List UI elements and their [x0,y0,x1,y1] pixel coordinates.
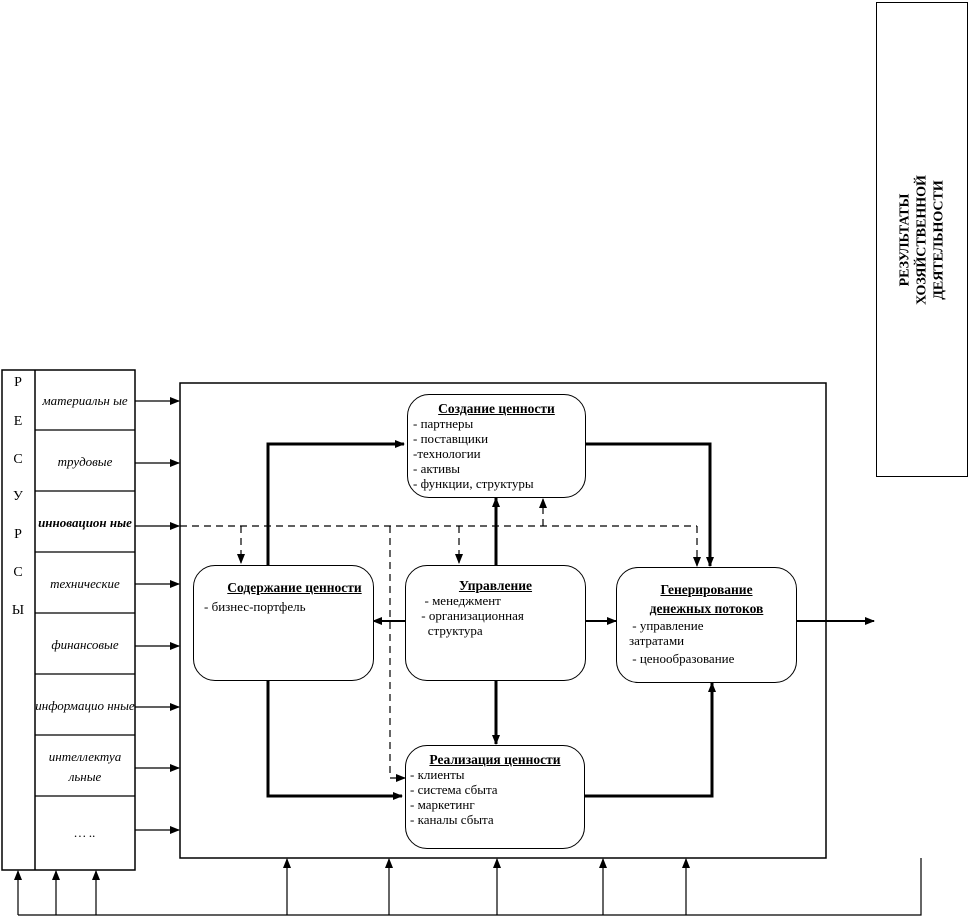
resource-labor: трудовые [57,453,113,469]
node-item: - функции, структуры [413,476,534,491]
arrow-content-to-creation [266,440,405,566]
dashed-to-realization [389,526,406,782]
node-value-realization: Реализация ценности - клиенты - система … [405,745,585,849]
results-box: РЕЗУЛЬТАТЫ ХОЗЯЙСТВЕННОЙ ДЕЯТЕЛЬНОСТИ [876,2,968,477]
feedback-loop [14,858,922,916]
node-item: - управление [629,618,704,633]
resources-letter: Р [14,527,22,542]
resource-intellectual: интеллектуа льные [48,748,122,784]
results-line: РЕЗУЛЬТАТЫ [897,193,913,286]
node-title: Реализация ценности [429,752,561,767]
arrow-content-to-realization [266,681,403,800]
resource-input-arrows [135,397,180,834]
results-line: ХОЗЯЙСТВЕННОЙ [914,174,930,305]
node-item: - клиенты [410,767,465,782]
node-title: Содержание ценности [227,580,362,595]
resources-letter: Е [13,414,23,429]
node-item: - партнеры [413,416,474,431]
resource-technical: технические [50,575,120,591]
node-item: - бизнес-портфель [204,599,306,614]
node-item: структура [418,623,483,638]
arrow-creation-to-cashflow [585,442,714,567]
resources-letter: У [13,489,23,504]
node-item: -технологии [413,446,481,461]
innovation-dashed-lines [180,498,701,782]
node-item: - система сбыта [410,782,498,797]
resources-row-dividers [35,429,135,797]
node-title: Генерирование денежных потоков [649,582,764,616]
resources-letter: Р [14,375,22,390]
node-cashflow-generation: Генерирование денежных потоков - управле… [616,567,797,683]
flow-arrows [266,440,875,800]
results-label: РЕЗУЛЬТАТЫ ХОЗЯЙСТВЕННОЙ ДЕЯТЕЛЬНОСТИ [897,175,948,305]
resources-letter: С [13,452,23,467]
node-item: - менеджмент [418,593,501,608]
resource-material: материальн ые [42,393,128,408]
node-item: - каналы сбыта [410,812,494,827]
resource-financial: финансовые [51,636,119,652]
resource-other: … .. [74,825,96,840]
resources-table [1,369,136,871]
node-item: - организационная [418,608,524,623]
resource-information: информацио нные [35,697,135,713]
results-line: ДЕЯТЕЛЬНОСТИ [931,179,947,300]
node-value-content: Содержание ценности - бизнес-портфель [193,565,374,681]
node-item: - активы [413,461,461,476]
node-item: затратами [629,633,685,648]
node-management: Управление - менеджмент - организационна… [405,565,586,681]
node-item: - маркетинг [410,797,475,812]
node-item: - ценообразование [629,651,735,666]
node-title: Управление [458,578,533,593]
resources-letter: С [13,565,23,580]
node-title: Создание ценности [438,401,555,416]
resources-letter: Ы [11,603,25,618]
node-value-creation: Создание ценности - партнеры - поставщик… [407,394,586,498]
node-item: - поставщики [413,431,489,446]
resource-innovation: инновацион ные [38,514,132,530]
arrow-realization-to-cashflow [585,682,716,798]
